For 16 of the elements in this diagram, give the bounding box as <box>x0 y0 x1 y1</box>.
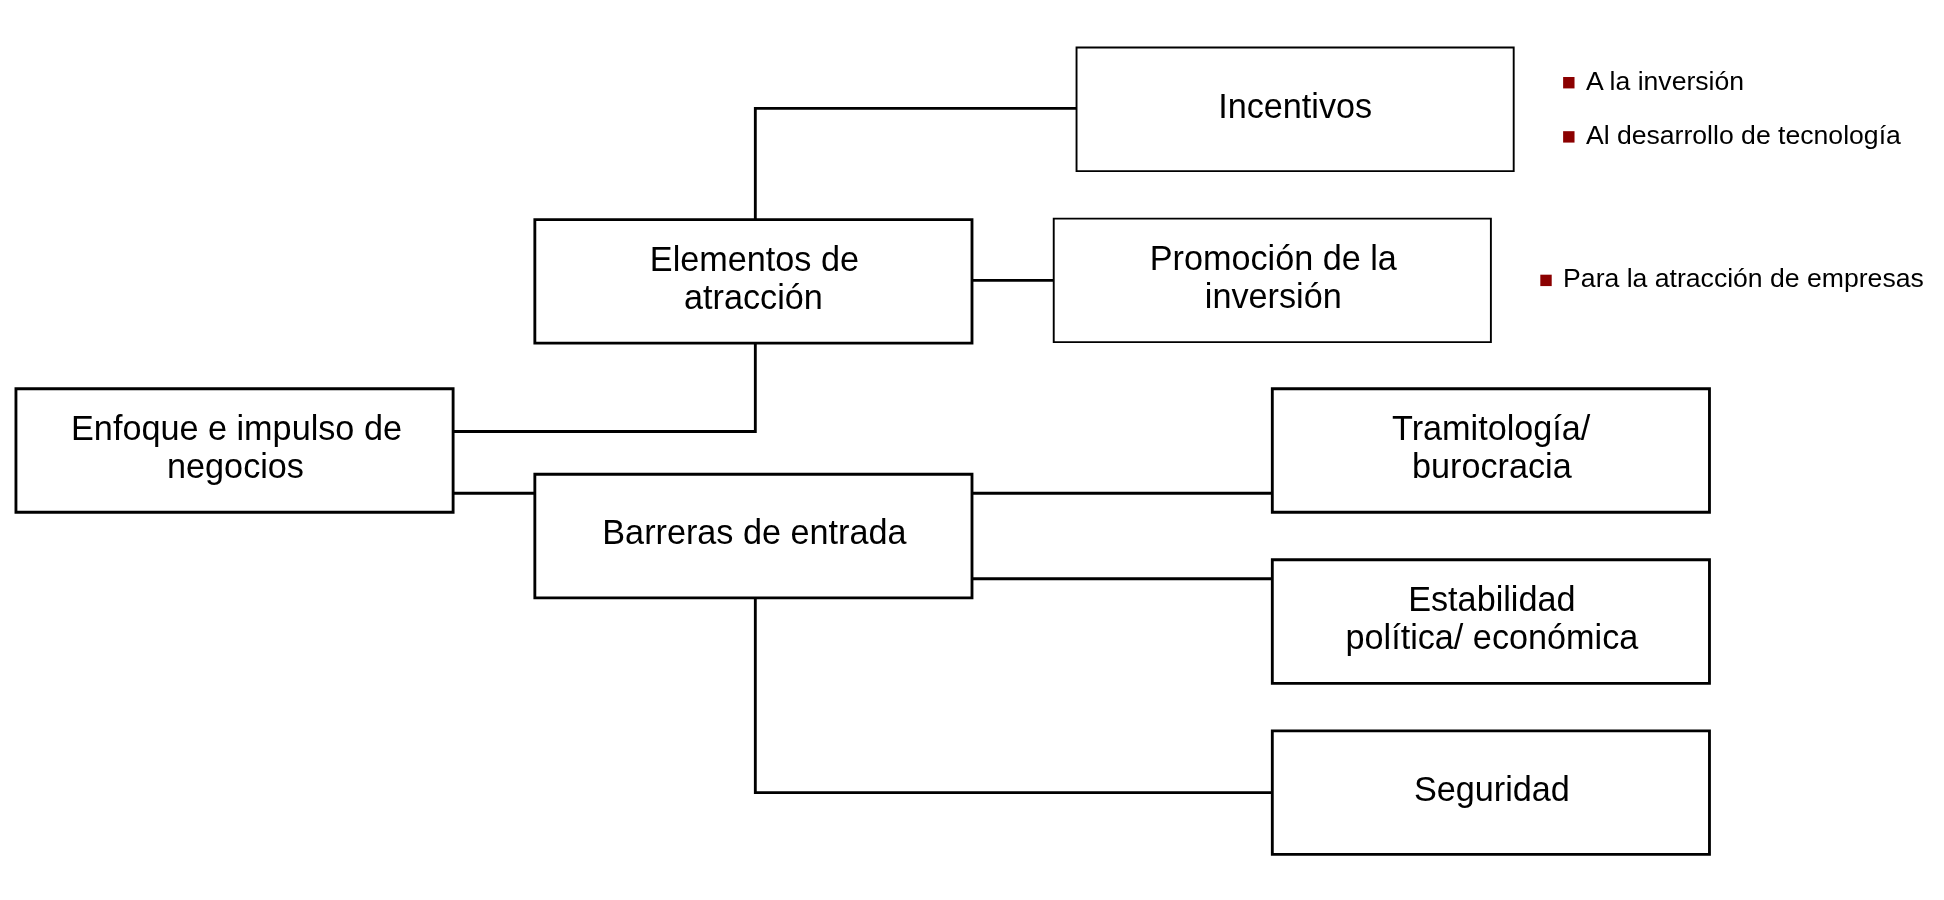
node-box: Seguridad <box>1270 728 1711 856</box>
connector <box>972 491 1273 495</box>
node-box: Tramitología/ burocracia <box>1270 386 1711 514</box>
node-label: A la inversión <box>1585 65 1745 96</box>
connector <box>753 106 1077 219</box>
connector <box>453 342 757 433</box>
node-box: Estabilidad política/ económica <box>1270 557 1711 685</box>
connector <box>453 491 535 495</box>
connector <box>753 597 1273 794</box>
node-label: Al desarrollo de tecnología <box>1585 119 1901 150</box>
connector <box>972 278 1054 282</box>
node-box: Barreras de entrada <box>533 472 974 599</box>
node-box: Enfoque e impulso de negocios <box>14 386 455 514</box>
node-label: Para la atracción de empresas <box>1563 262 1924 293</box>
connector <box>972 576 1273 580</box>
node-box: Elementos de atracción <box>533 217 974 345</box>
